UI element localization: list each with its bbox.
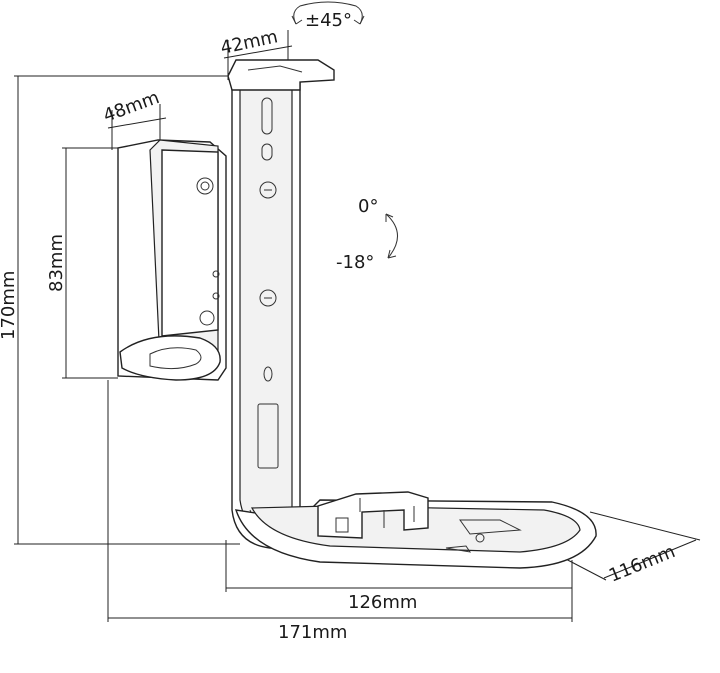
label-top-depth: 48mm	[101, 87, 163, 127]
screw-icon	[199, 310, 215, 326]
base-plate	[234, 491, 597, 569]
label-tilt-down: -18°	[336, 252, 374, 273]
label-swivel: ±45°	[305, 10, 352, 31]
dim-170-lines	[14, 75, 240, 545]
label-total-height: 170mm	[0, 271, 19, 340]
dim-126-171-lines	[107, 380, 573, 622]
label-tilt-up: 0°	[358, 196, 378, 217]
keyhole-icon	[259, 181, 277, 199]
label-total-length: 171mm	[278, 622, 347, 643]
tilt-indicator	[385, 213, 398, 259]
dim-48-lines	[107, 104, 167, 150]
screw-inner-icon	[200, 181, 210, 191]
keyhole-icon	[259, 289, 277, 307]
label-speaker-height: 83mm	[46, 234, 67, 292]
label-inner-length: 126mm	[348, 592, 417, 613]
screw-icon	[196, 177, 214, 195]
swivel-indicator	[291, 1, 365, 25]
cable-slot-icon	[257, 403, 279, 469]
dim-83-lines	[62, 147, 118, 379]
label-arm-depth: 116mm	[606, 541, 678, 586]
wall-bracket	[227, 59, 335, 549]
slot-icon	[261, 97, 273, 135]
speaker-clamp	[117, 139, 227, 381]
